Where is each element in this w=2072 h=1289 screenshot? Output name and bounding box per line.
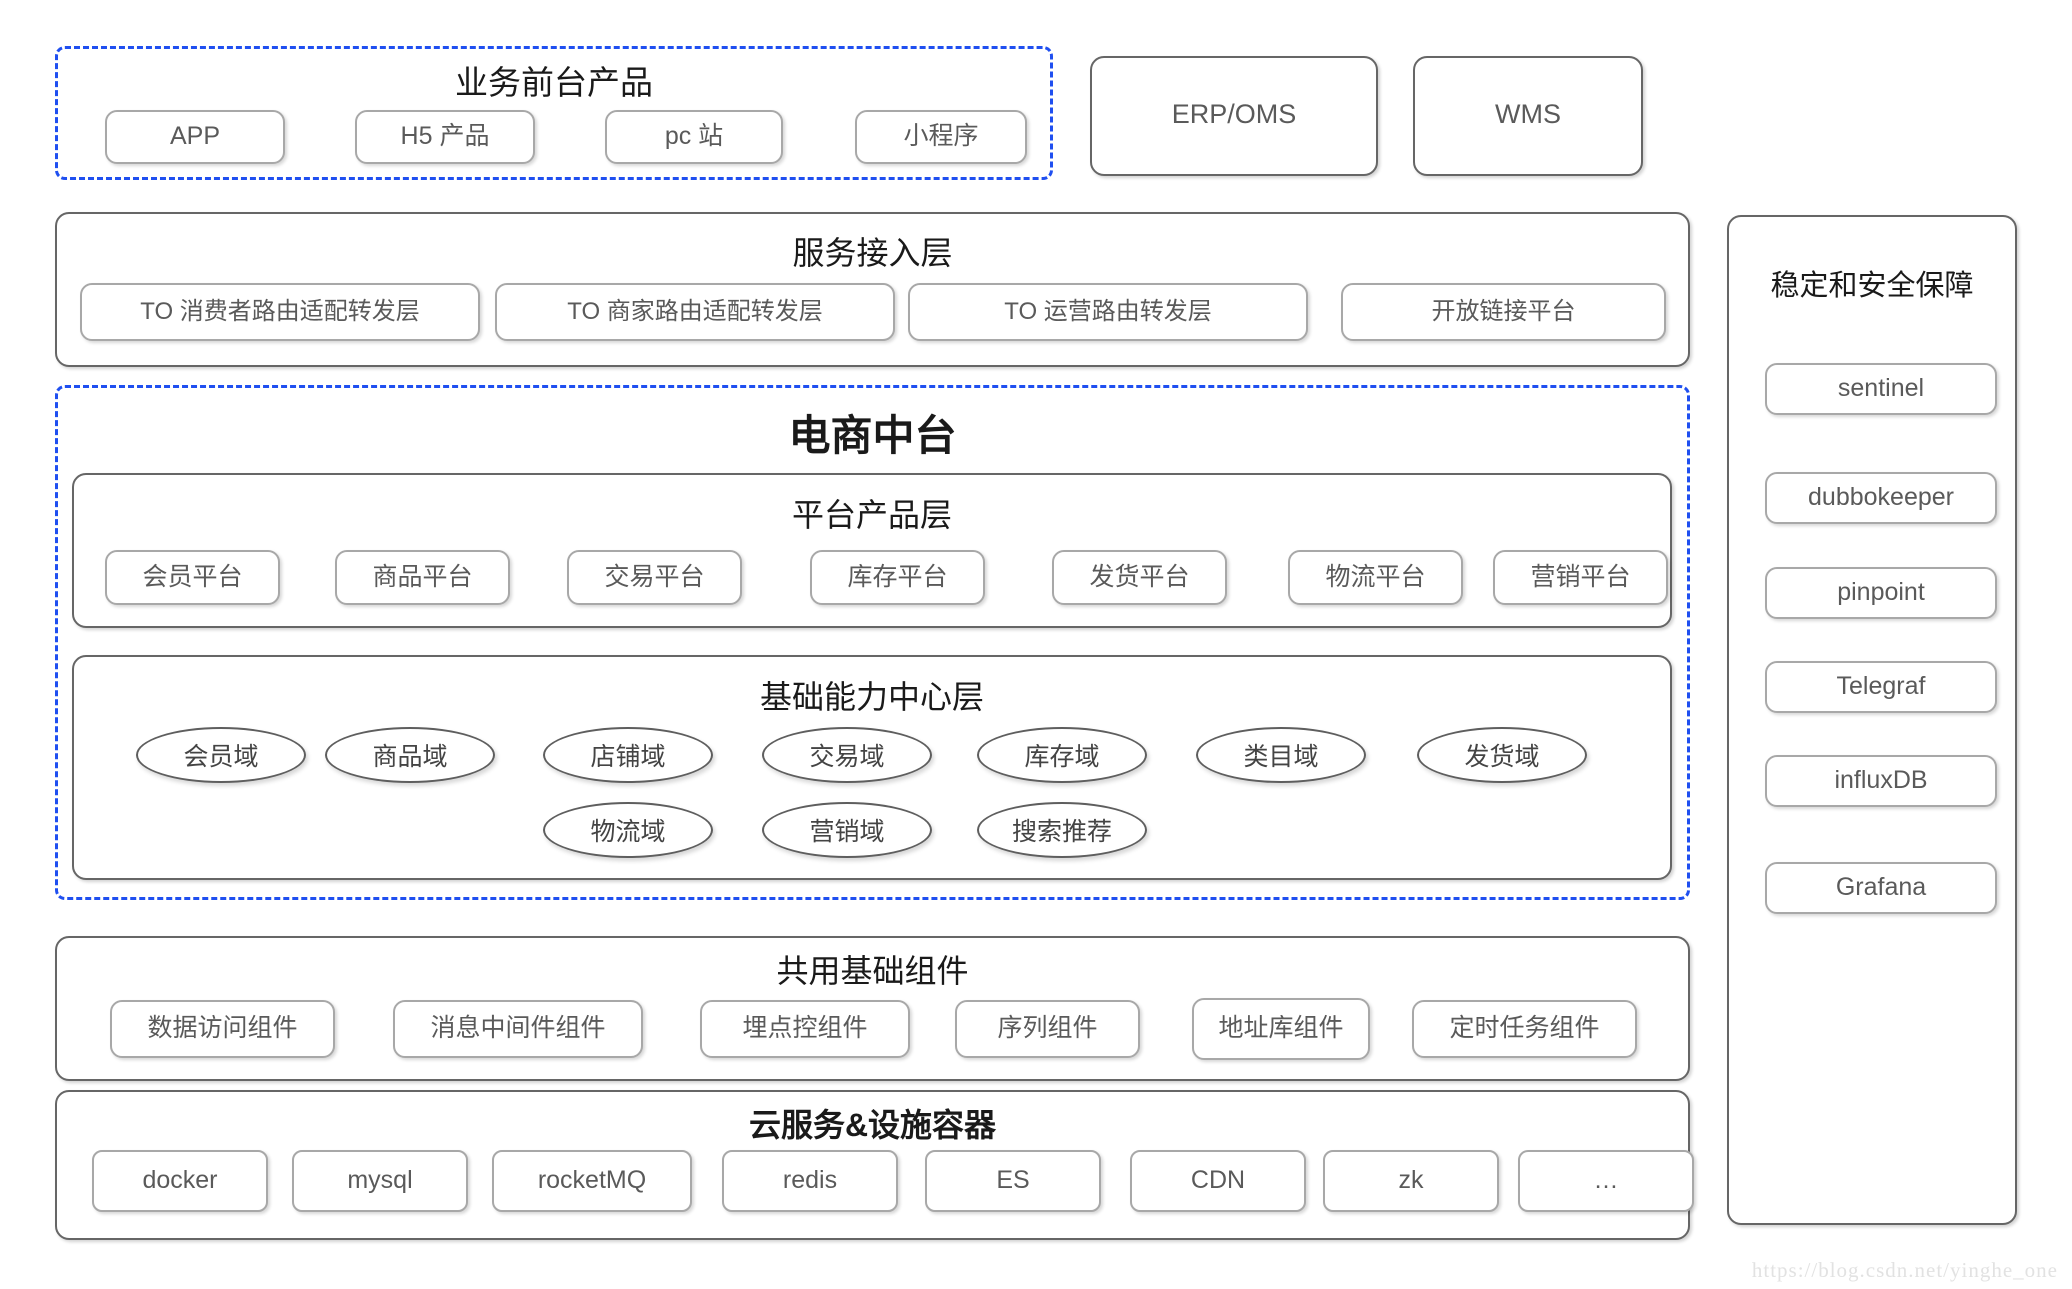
cloud-service-redis[interactable]: redis <box>722 1150 898 1212</box>
domain-search-recommend[interactable]: 搜索推荐 <box>977 802 1147 858</box>
frontend-item-app[interactable]: APP <box>105 110 285 164</box>
common-component-sequence[interactable]: 序列组件 <box>955 1000 1140 1058</box>
platform-item-member[interactable]: 会员平台 <box>105 550 280 605</box>
common-component-address-library[interactable]: 地址库组件 <box>1192 998 1370 1060</box>
frontend-item-h5[interactable]: H5 产品 <box>355 110 535 164</box>
external-system-wms-label: WMS <box>1495 99 1561 129</box>
cloud-service-mysql[interactable]: mysql <box>292 1150 468 1212</box>
platform-item-trade[interactable]: 交易平台 <box>567 550 742 605</box>
external-system-wms[interactable] <box>1413 56 1643 176</box>
domain-category[interactable]: 类目域 <box>1196 727 1366 783</box>
common-component-message-middleware[interactable]: 消息中间件组件 <box>393 1000 643 1058</box>
domain-member[interactable]: 会员域 <box>136 727 306 783</box>
service-access-layer-title: 服务接入层 <box>792 235 953 271</box>
stability-item-telegraf[interactable]: Telegraf <box>1765 661 1997 713</box>
service-access-item-open-platform[interactable]: 开放链接平台 <box>1341 283 1666 341</box>
stability-item-pinpoint[interactable]: pinpoint <box>1765 567 1997 619</box>
domain-marketing[interactable]: 营销域 <box>762 802 932 858</box>
frontend-item-pc[interactable]: pc 站 <box>605 110 783 164</box>
stability-item-dubbokeeper[interactable]: dubbokeeper <box>1765 472 1997 524</box>
domain-shop[interactable]: 店铺域 <box>543 727 713 783</box>
cloud-service-rocketmq[interactable]: rocketMQ <box>492 1150 692 1212</box>
platform-item-product[interactable]: 商品平台 <box>335 550 510 605</box>
watermark: https://blog.csdn.net/yinghe_one <box>1751 1258 2058 1282</box>
domain-product[interactable]: 商品域 <box>325 727 495 783</box>
cloud-services-title: 云服务&设施容器 <box>748 1107 997 1143</box>
common-components-title: 共用基础组件 <box>776 953 969 989</box>
service-access-item-merchant[interactable]: TO 商家路由适配转发层 <box>495 283 895 341</box>
domain-shipping[interactable]: 发货域 <box>1417 727 1587 783</box>
capability-center-layer-title: 基础能力中心层 <box>759 679 984 715</box>
cloud-service-more[interactable]: … <box>1518 1150 1694 1212</box>
platform-item-logistics[interactable]: 物流平台 <box>1288 550 1463 605</box>
frontend-products-title: 业务前台产品 <box>455 64 653 101</box>
external-system-erp-oms-label: ERP/OMS <box>1171 99 1297 129</box>
platform-item-inventory[interactable]: 库存平台 <box>810 550 985 605</box>
stability-item-grafana[interactable]: Grafana <box>1765 862 1997 914</box>
frontend-item-miniprogram[interactable]: 小程序 <box>855 110 1027 164</box>
cloud-service-es[interactable]: ES <box>925 1150 1101 1212</box>
common-component-data-access[interactable]: 数据访问组件 <box>110 1000 335 1058</box>
stability-item-influxdb[interactable]: influxDB <box>1765 755 1997 807</box>
domain-logistics[interactable]: 物流域 <box>543 802 713 858</box>
external-system-erp-oms[interactable] <box>1090 56 1378 176</box>
cloud-service-cdn[interactable]: CDN <box>1130 1150 1306 1212</box>
domain-inventory[interactable]: 库存域 <box>977 727 1147 783</box>
service-access-item-consumer[interactable]: TO 消费者路由适配转发层 <box>80 283 480 341</box>
stability-security-title: 稳定和安全保障 <box>1770 270 1974 302</box>
domain-trade[interactable]: 交易域 <box>762 727 932 783</box>
platform-product-layer-title: 平台产品层 <box>791 497 952 533</box>
stability-item-sentinel[interactable]: sentinel <box>1765 363 1997 415</box>
middle-platform-title: 电商中台 <box>788 412 957 459</box>
platform-item-shipping[interactable]: 发货平台 <box>1052 550 1227 605</box>
cloud-service-zk[interactable]: zk <box>1323 1150 1499 1212</box>
platform-item-marketing[interactable]: 营销平台 <box>1493 550 1668 605</box>
cloud-service-docker[interactable]: docker <box>92 1150 268 1212</box>
service-access-item-operation[interactable]: TO 运营路由转发层 <box>908 283 1308 341</box>
common-component-scheduled-task[interactable]: 定时任务组件 <box>1412 1000 1637 1058</box>
common-component-tracking[interactable]: 埋点控组件 <box>700 1000 910 1058</box>
